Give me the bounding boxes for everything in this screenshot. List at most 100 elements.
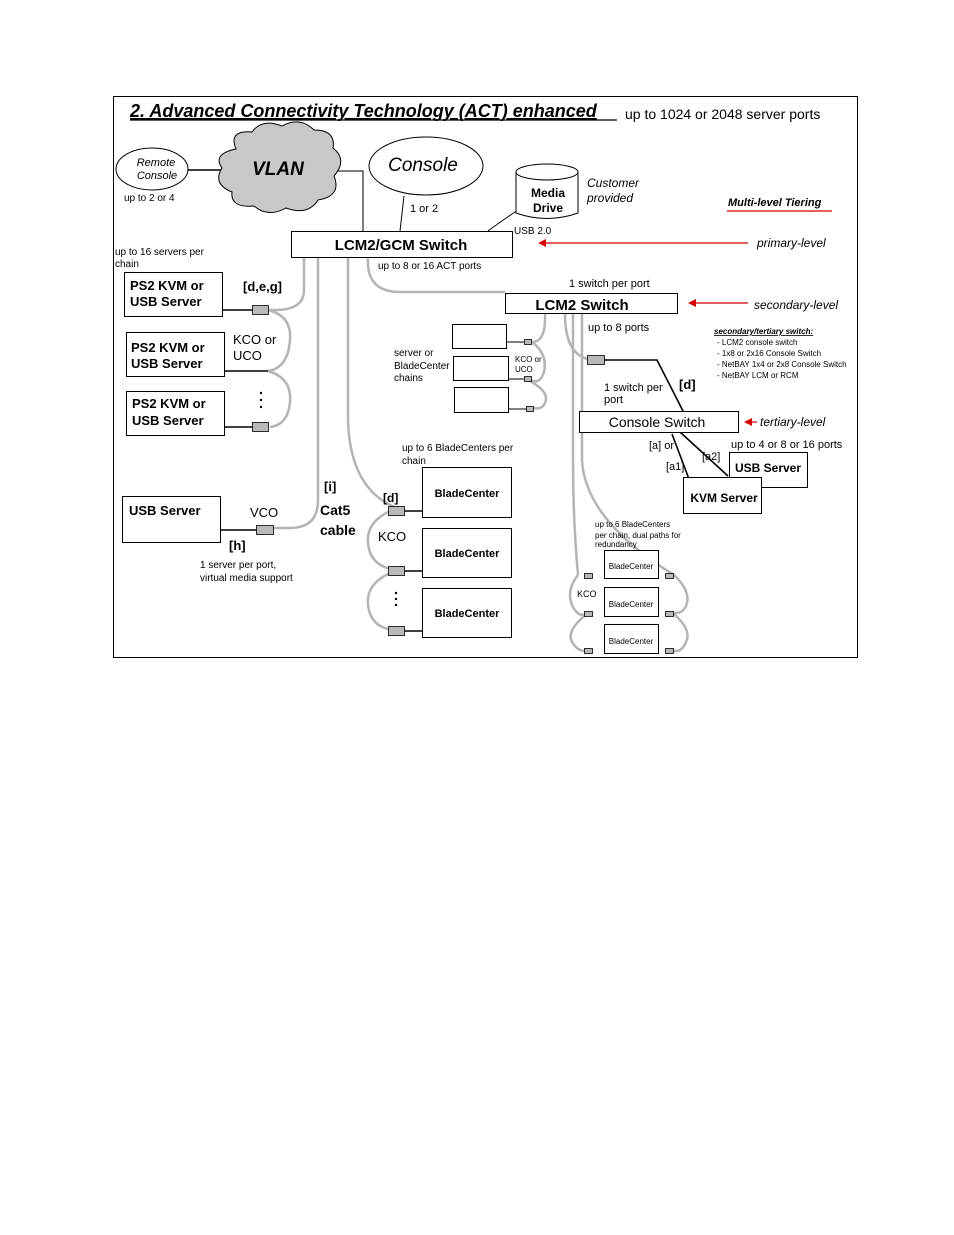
- primary-switch-ports: up to 8 or 16 ACT ports: [378, 261, 481, 272]
- connector: [252, 422, 269, 432]
- redundant-bladecenter-1-label: BladeCenter: [609, 562, 654, 571]
- console-node: [368, 136, 484, 196]
- redundant-note-1: up to 6 BladeCenters: [595, 520, 670, 529]
- ps2-server-1: [124, 272, 223, 317]
- connector: [524, 339, 532, 345]
- bladecenter-note-1: up to 6 BladeCenters per: [402, 443, 514, 454]
- bladecenter-2: [422, 528, 512, 578]
- remote-console-note: up to 2 or 4: [124, 193, 175, 204]
- primary-switch-label: LCM2/GCM Switch: [335, 237, 468, 254]
- kvm-server: [683, 477, 762, 514]
- connector: [584, 611, 593, 617]
- switch-type-1: - LCM2 console switch: [717, 338, 797, 347]
- media-drive-label-2: Drive: [533, 201, 563, 215]
- tertiary-note-1: 1 switch per: [604, 382, 663, 394]
- connector: [584, 648, 593, 654]
- connector: [665, 573, 674, 579]
- server-chains-kco-2: UCO: [515, 365, 533, 374]
- usb-server-note-1: 1 server per port,: [200, 560, 276, 571]
- ref-a-or: [a] or: [649, 440, 674, 452]
- connector: [524, 376, 532, 382]
- connector: [665, 611, 674, 617]
- connector: [388, 626, 405, 636]
- redundant-note-3: redundancy: [595, 540, 637, 549]
- connector: [587, 355, 605, 365]
- server-chains-label-1: server or: [394, 348, 434, 359]
- redundant-bladecenter-3-label: BladeCenter: [609, 637, 654, 646]
- chain-server-3: [454, 387, 509, 413]
- switch-type-4: - NetBAY LCM or RCM: [717, 371, 799, 380]
- cables: [267, 257, 689, 653]
- ps2-server-1-line1: PS2 KVM or: [130, 278, 204, 293]
- switch-type-2: - 1x8 or 2x16 Console Switch: [717, 349, 821, 358]
- connector: [388, 506, 405, 516]
- kco-uco-label-1: KCO or: [233, 332, 277, 347]
- usb-server-vco: [122, 496, 221, 543]
- secondary-level-label: secondary-level: [754, 298, 838, 312]
- tertiary-ports: up to 4 or 8 or 16 ports: [731, 439, 843, 451]
- remote-console-node: [115, 147, 189, 191]
- server-chains-label-3: chains: [394, 373, 423, 384]
- bladecenter-note-2: chain: [402, 456, 426, 467]
- remote-console-label-1: Remote: [137, 157, 176, 169]
- usb-server-vco-label: USB Server: [129, 503, 201, 518]
- diagram-subtitle: up to 1024 or 2048 server ports: [625, 106, 820, 122]
- connector: [256, 525, 274, 535]
- ps2-server-2: [126, 332, 225, 377]
- vlan-label: VLAN: [252, 159, 305, 180]
- server-chains-kco-1: KCO or: [515, 355, 542, 364]
- ps2-server-3-line1: PS2 KVM or: [132, 396, 206, 411]
- vco-label: VCO: [250, 505, 278, 520]
- redundant-kco: KCO: [577, 589, 597, 599]
- diagram-title: 2. Advanced Connectivity Technology (ACT…: [129, 101, 598, 121]
- usb-server-note-2: virtual media support: [200, 573, 293, 584]
- ps2-server-1-line2: USB Server: [130, 294, 202, 309]
- tertiary-switch-label: Console Switch: [609, 414, 706, 430]
- customer-note-1: Customer: [587, 176, 640, 190]
- connector: [665, 648, 674, 654]
- bladecenter-1-label: BladeCenter: [435, 488, 501, 500]
- cat5-cable-label: cable: [320, 522, 356, 538]
- bladecenter-ref: [d]: [383, 491, 398, 505]
- media-drive-label-1: Media: [531, 186, 565, 200]
- ref-a1: [a1]: [666, 461, 684, 473]
- remote-console-label-2: Console: [137, 170, 177, 182]
- tertiary-switch: [579, 411, 739, 433]
- chain-note-2: chain: [115, 259, 139, 270]
- connector: [584, 573, 593, 579]
- redundant-bladecenter-2: [604, 587, 659, 617]
- media-drive-node: [515, 163, 579, 219]
- ps2-server-2-line1: PS2 KVM or: [131, 340, 205, 355]
- primary-switch: [291, 231, 513, 258]
- kvm-server-label: KVM Server: [690, 491, 758, 505]
- bladecenter-3-label: BladeCenter: [435, 608, 501, 620]
- primary-level-label: primary-level: [756, 236, 826, 250]
- secondary-switch-label: LCM2 Switch: [535, 297, 628, 314]
- ps2-server-3: [126, 391, 225, 436]
- tertiary-note-2: port: [604, 394, 623, 406]
- chain-ref: [d,e,g]: [243, 279, 282, 294]
- usb-server-ref: [h]: [229, 538, 246, 553]
- usb-label: USB 2.0: [514, 226, 552, 237]
- bladecenter-1: [422, 467, 512, 518]
- connector: [252, 305, 269, 315]
- secondary-ports: up to 8 ports: [588, 322, 650, 334]
- redundant-note-2: per chain, dual paths for: [595, 531, 681, 540]
- cat5-label: Cat5: [320, 502, 351, 518]
- tertiary-level-label: tertiary-level: [760, 415, 826, 429]
- kco-uco-label-2: UCO: [233, 348, 262, 363]
- vlan-cloud: [218, 121, 342, 213]
- customer-note-2: provided: [586, 191, 633, 205]
- switch-type-3: - NetBAY 1x4 or 2x8 Console Switch: [717, 360, 847, 369]
- ps2-server-3-line2: USB Server: [132, 413, 204, 428]
- bladecenter-3: [422, 588, 512, 638]
- vertical-ellipsis-bladecenter: [394, 591, 398, 607]
- bladecenter-2-label: BladeCenter: [435, 548, 501, 560]
- ref-a2: [a2]: [702, 451, 720, 463]
- console-note: 1 or 2: [410, 203, 438, 215]
- chain-server-1: [452, 324, 507, 349]
- bladecenter-kco: KCO: [378, 529, 406, 544]
- console-label: Console: [388, 155, 458, 176]
- multi-level-label: Multi-level Tiering: [728, 197, 822, 209]
